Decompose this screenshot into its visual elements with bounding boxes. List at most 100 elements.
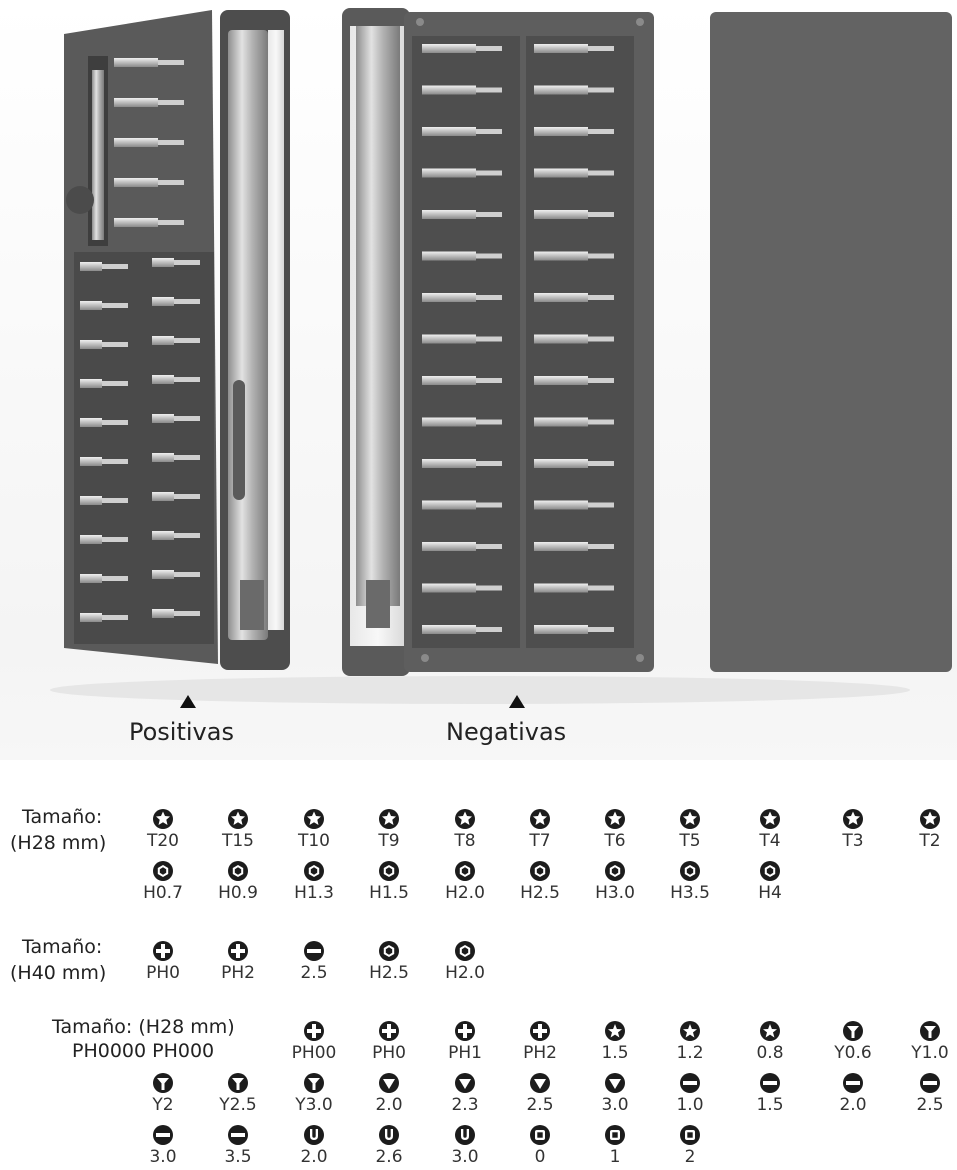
bit — [534, 583, 588, 593]
bit-size-cell: T9 — [351, 808, 427, 851]
negative-bit-case — [342, 8, 654, 676]
hex-icon — [529, 860, 551, 882]
bit-tip — [174, 494, 200, 499]
triangle-icon — [529, 1072, 551, 1094]
bit-tip — [588, 419, 614, 425]
torx-icon — [679, 808, 701, 830]
bit-tip — [588, 87, 614, 93]
bit — [534, 44, 588, 53]
bit-size-text: PH1 — [448, 1043, 482, 1063]
section-2-height-label: (H40 mm) — [10, 962, 107, 984]
bit-size-cell: PH00 — [276, 1020, 352, 1063]
triangle-icon — [454, 1072, 476, 1094]
bit-size-cell: H3.0 — [577, 860, 653, 903]
bit-size-text: H0.7 — [143, 883, 183, 903]
bit-size-cell: T2 — [892, 808, 957, 851]
u-shape-icon — [454, 1124, 476, 1146]
bit-tip — [158, 220, 184, 225]
bit-size-text: H2.5 — [520, 883, 560, 903]
slotted-icon — [679, 1072, 701, 1094]
square-icon — [679, 1124, 701, 1146]
slotted-icon — [303, 940, 325, 962]
product-photo — [0, 0, 957, 760]
bit-size-cell: 3.0 — [577, 1072, 653, 1115]
bit-size-cell: PH2 — [200, 940, 276, 983]
phillips-icon — [529, 1020, 551, 1042]
bit-size-cell: Y1.0 — [892, 1020, 957, 1063]
bit — [534, 85, 588, 95]
bit — [152, 453, 174, 462]
torx-icon — [842, 808, 864, 830]
bit-size-text: PH0 — [372, 1043, 406, 1063]
bit-tip — [174, 299, 200, 304]
phillips-icon — [378, 1020, 400, 1042]
hex-icon — [378, 860, 400, 882]
section-1-size-label: Tamaño: — [22, 806, 103, 828]
bit-size-text: T2 — [919, 831, 941, 851]
bit — [422, 168, 476, 178]
bit-tip — [476, 46, 502, 51]
bit-size-text: 2.0 — [375, 1095, 403, 1115]
bit — [422, 542, 476, 551]
bit-size-cell: T5 — [652, 808, 728, 851]
bit-size-cell: Y2 — [125, 1072, 201, 1115]
u-shape-icon — [303, 1124, 325, 1146]
bit-tip — [102, 342, 128, 347]
bit — [80, 574, 102, 583]
bit-tip — [174, 416, 200, 421]
bit-size-text: 1.0 — [676, 1095, 704, 1115]
section-3-extra-label: PH0000 PH000 — [72, 1040, 215, 1062]
bit-size-cell: 1.0 — [652, 1072, 728, 1115]
bit-size-cell: 2.0 — [276, 1124, 352, 1167]
bit-size-text: 3.0 — [601, 1095, 629, 1115]
bit-size-cell: H2.5 — [502, 860, 578, 903]
bit-tip — [588, 461, 614, 466]
torx-icon — [152, 808, 174, 830]
bit-size-text: H0.9 — [218, 883, 258, 903]
bit — [534, 293, 588, 302]
bit-size-cell: 3.0 — [427, 1124, 503, 1167]
bit-size-text: 3.5 — [224, 1147, 252, 1167]
bit-size-cell: 2.3 — [427, 1072, 503, 1115]
bit — [534, 376, 588, 385]
hex-icon — [378, 940, 400, 962]
bit — [80, 613, 102, 622]
section-2-size-label: Tamaño: — [22, 936, 103, 958]
bit-tip — [174, 533, 200, 538]
bit-tip — [476, 253, 502, 259]
bit — [114, 138, 158, 147]
phillips-icon — [152, 940, 174, 962]
bit-tip — [476, 419, 502, 425]
bit-size-cell: Y3.0 — [276, 1072, 352, 1115]
bit — [534, 625, 588, 634]
bit-tip — [102, 303, 128, 308]
arrow-up-icon — [180, 695, 196, 708]
bit-tip — [588, 627, 614, 632]
bit — [152, 570, 174, 579]
bit — [534, 542, 588, 551]
bit — [80, 418, 102, 427]
hex-icon — [303, 860, 325, 882]
bit-tip — [102, 615, 128, 620]
bit-size-cell: T8 — [427, 808, 503, 851]
phillips-icon — [227, 940, 249, 962]
bit-size-cell: T15 — [200, 808, 276, 851]
bit — [152, 414, 174, 423]
slotted-icon — [759, 1072, 781, 1094]
bit-size-cell: 2.5 — [892, 1072, 957, 1115]
screwdriver-kit-illustration — [50, 8, 952, 704]
bit — [80, 340, 102, 349]
bit-size-text: T7 — [529, 831, 551, 851]
bit — [114, 178, 158, 187]
bit-size-cell: 1.5 — [577, 1020, 653, 1063]
bit-size-cell: PH2 — [502, 1020, 578, 1063]
bit-size-text: H2.5 — [369, 963, 409, 983]
bit-size-text: 1.2 — [676, 1043, 704, 1063]
bit-size-cell: 3.0 — [125, 1124, 201, 1167]
bit — [422, 376, 476, 385]
bit-tip — [158, 60, 184, 65]
bit-size-text: 2.3 — [451, 1095, 479, 1115]
bit-tip — [588, 253, 614, 259]
bit-size-cell: PH0 — [125, 940, 201, 983]
bit-tip — [476, 170, 502, 176]
